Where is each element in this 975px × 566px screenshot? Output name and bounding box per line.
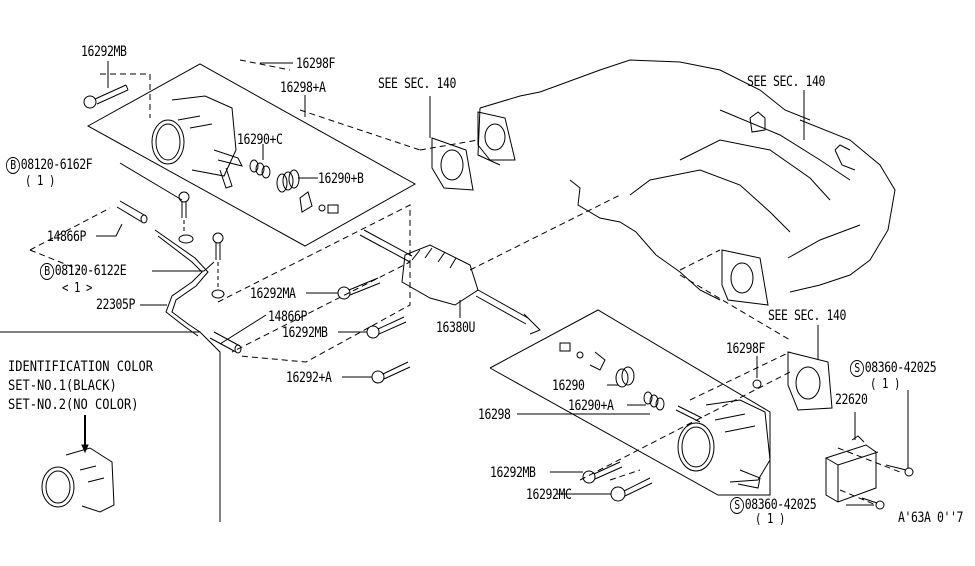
label-see-sec-140-left: SEE SEC. 140 xyxy=(378,76,457,92)
label-08120-6162f-qty: ( 1 ) xyxy=(25,174,56,189)
label-08360-42025-bottom-qty: ( 1 ) xyxy=(755,512,786,527)
throttle-body-upper xyxy=(152,96,242,188)
bolt-16292ma xyxy=(338,278,380,299)
label-14866p-upper: 14866P xyxy=(47,229,87,245)
identification-heading: IDENTIFICATION COLOR xyxy=(8,359,153,375)
screw-marker-icon: S xyxy=(730,497,744,514)
label-16290a: 16290+A xyxy=(568,398,614,414)
gasket-left xyxy=(432,138,473,190)
leader-lines xyxy=(96,61,908,505)
bolt-marker-icon: B xyxy=(40,263,54,280)
kit-outline-lower xyxy=(490,310,770,495)
label-see-sec-140-right: SEE SEC. 140 xyxy=(768,308,847,324)
sensor-22620 xyxy=(826,436,913,509)
label-16292mb-mid: 16292MB xyxy=(282,325,328,341)
label-08120-6122e-qty: < 1 > xyxy=(62,281,93,296)
intake-manifold xyxy=(478,60,895,300)
label-see-sec-140-manifold: SEE SEC. 140 xyxy=(747,74,826,90)
connection-lines xyxy=(30,60,900,505)
bolt-16292mb-bottom xyxy=(583,462,622,483)
label-16290b: 16290+B xyxy=(318,171,364,187)
bolt-6162f xyxy=(179,192,193,243)
id-throttle-body xyxy=(42,415,114,512)
bolt-6122e xyxy=(212,233,224,298)
bolt-16292a xyxy=(372,362,410,383)
spring-16290b xyxy=(277,170,338,213)
bolt-16292mb-top xyxy=(84,85,128,108)
bolt-marker-icon: B xyxy=(6,157,20,174)
figure-code: A'63A 0''7 xyxy=(898,510,964,526)
label-08360-42025-top-qty: ( 1 ) xyxy=(870,377,901,392)
idle-control-unit-16380u xyxy=(360,230,540,334)
hose-14866p-upper xyxy=(117,201,147,223)
dashed-region-16380u xyxy=(218,205,410,352)
label-22620: 22620 xyxy=(835,392,868,408)
label-16292mc: 16292MC xyxy=(526,487,572,503)
gasket-right xyxy=(788,352,832,410)
tube-22305p xyxy=(155,230,208,336)
bolt-16292mb-mid xyxy=(367,317,406,338)
label-16298f-bottom: 16298F xyxy=(726,341,766,357)
label-16298f-top: 16298F xyxy=(296,56,336,72)
label-16292ma: 16292MA xyxy=(250,286,296,302)
hose-14866p-lower xyxy=(210,332,241,353)
kit-parts-lower xyxy=(560,343,761,422)
id-panel-border xyxy=(0,332,220,522)
manifold-flange-left xyxy=(478,112,515,160)
label-22305p: 22305P xyxy=(96,297,136,313)
label-16298a: 16298+A xyxy=(280,80,326,96)
bolt-16292mc xyxy=(611,478,652,501)
identification-set2: SET-NO.2(NO COLOR) xyxy=(8,397,139,413)
label-16380u: 16380U xyxy=(436,320,476,336)
label-16292a: 16292+A xyxy=(286,370,332,386)
label-16292mb-bottom: 16292MB xyxy=(490,465,536,481)
label-14866p-lower: 14866P xyxy=(268,309,308,325)
label-16290c: 16290+C xyxy=(237,132,283,148)
spring-16290c xyxy=(250,160,270,178)
kit-outline-upper xyxy=(88,64,415,246)
label-16292mb-top: 16292MB xyxy=(81,44,127,60)
label-16290: 16290 xyxy=(552,378,585,394)
label-16298: 16298 xyxy=(478,407,511,423)
manifold-flange-right xyxy=(722,250,768,305)
identification-panel: IDENTIFICATION COLOR SET-NO.1(BLACK) SET… xyxy=(8,358,153,415)
identification-set1: SET-NO.1(BLACK) xyxy=(8,378,117,394)
throttle-body-lower xyxy=(678,400,770,488)
screw-marker-icon: S xyxy=(850,360,864,377)
